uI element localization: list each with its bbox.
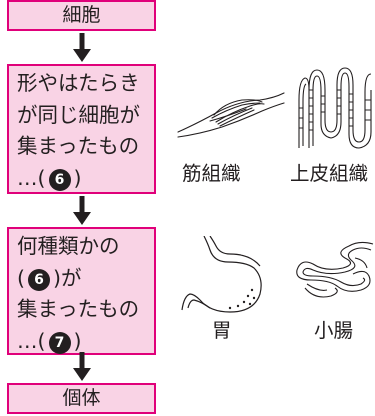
individual-box: 個体	[7, 383, 156, 414]
cell-label: 細胞	[62, 4, 101, 26]
cell-box: 細胞	[7, 0, 156, 31]
epithelial-tissue-label: 上皮組織	[290, 162, 369, 185]
tissue-suffix: )	[73, 165, 82, 190]
small-intestine-label: 小腸	[314, 319, 354, 342]
organ-suffix: )	[73, 328, 82, 353]
organ-line-3: 集まったもの	[17, 297, 140, 321]
blank-6-badge: 6	[48, 168, 71, 191]
tissue-line-2: が同じ細胞が	[17, 102, 140, 127]
muscle-tissue-illustration	[176, 88, 286, 147]
muscle-tissue-label: 筋組織	[182, 162, 241, 185]
blank-7-badge: 7	[48, 331, 71, 354]
organ-line-2: (6)が	[17, 263, 148, 295]
down-arrow-icon	[73, 352, 91, 382]
organ-open-paren: (	[17, 265, 25, 290]
small-intestine-illustration	[295, 240, 375, 306]
epithelial-tissue-illustration	[293, 60, 375, 154]
individual-label: 個体	[62, 387, 101, 409]
blank-6-badge: 6	[28, 268, 50, 291]
tissue-prefix: …(	[17, 165, 46, 190]
down-arrow-icon	[73, 33, 91, 63]
organ-prefix: …(	[17, 328, 46, 353]
tissue-line-4: …(6)	[17, 163, 148, 195]
stomach-illustration	[180, 235, 264, 320]
stomach-label: 胃	[212, 319, 232, 342]
organ-line-4: …(7)	[17, 326, 148, 358]
tissue-box: 形やはたらき が同じ細胞が 集まったもの …(6)	[7, 64, 156, 194]
organ-box: 何種類かの (6)が 集まったもの …(7)	[7, 227, 156, 355]
tissue-line-3: 集まったもの	[17, 134, 140, 158]
tissue-line-1: 形やはたらき	[17, 71, 140, 95]
down-arrow-icon	[73, 196, 91, 226]
organ-line-1: 何種類かの	[17, 234, 120, 258]
organ-close-paren: )が	[53, 265, 82, 290]
